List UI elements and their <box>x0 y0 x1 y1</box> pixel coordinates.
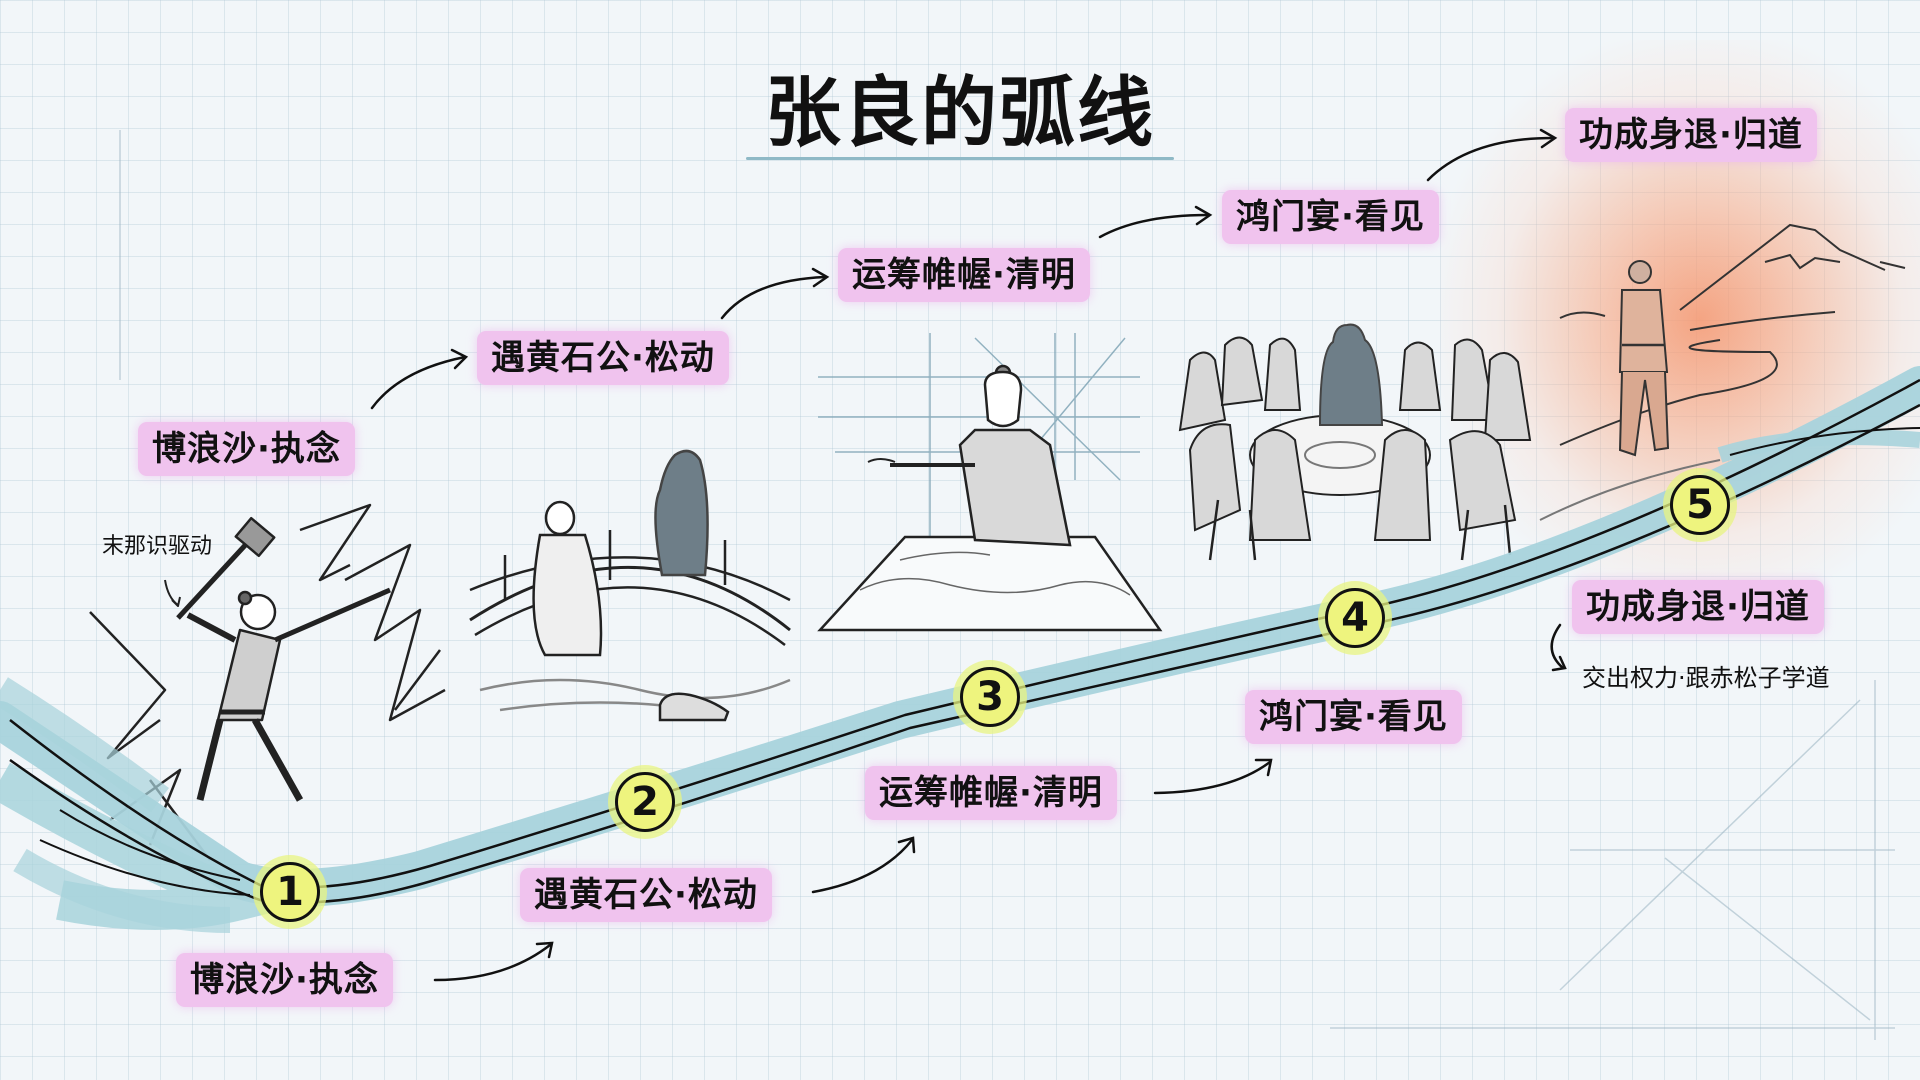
upper-tag-3: 运筹帷幄·清明 <box>838 248 1090 302</box>
walking-away-scene <box>1539 223 1906 521</box>
page-title: 张良的弧线 <box>765 68 1155 157</box>
final-note: 交出权力·跟赤松子学道 <box>1582 664 1830 692</box>
guide-lines <box>119 130 1895 1040</box>
strategist-map-scene <box>817 333 1163 632</box>
upper-path-arrows <box>370 128 1558 410</box>
milestone-4-marker: 4 <box>1325 588 1385 648</box>
upper-tag-2: 遇黄石公·松动 <box>477 331 729 385</box>
upper-tag-1: 博浪沙·执念 <box>138 422 355 476</box>
milestone-1-marker: 1 <box>260 862 320 922</box>
milestone-2-marker: 2 <box>615 772 675 832</box>
banquet-scene <box>1178 323 1532 561</box>
upper-tag-4: 鸿门宴·看见 <box>1222 190 1439 244</box>
milestone-3-marker: 3 <box>960 667 1020 727</box>
milestone-5-marker: 5 <box>1670 475 1730 535</box>
manas-drive-annotation: 末那识驱动 <box>102 534 213 559</box>
milestone-2-label: 遇黄石公·松动 <box>520 868 772 922</box>
upper-tag-5: 功成身退·归道 <box>1565 108 1817 162</box>
bridge-elder-scene <box>469 449 791 722</box>
title-underline <box>746 157 1174 160</box>
milestone-1-label: 博浪沙·执念 <box>176 953 393 1007</box>
lower-path-arrows <box>433 623 1567 982</box>
milestone-5-label: 功成身退·归道 <box>1572 580 1824 634</box>
river-arc <box>0 366 1920 933</box>
milestone-4-label: 鸿门宴·看见 <box>1245 690 1462 744</box>
milestone-3-label: 运筹帷幄·清明 <box>865 766 1117 820</box>
